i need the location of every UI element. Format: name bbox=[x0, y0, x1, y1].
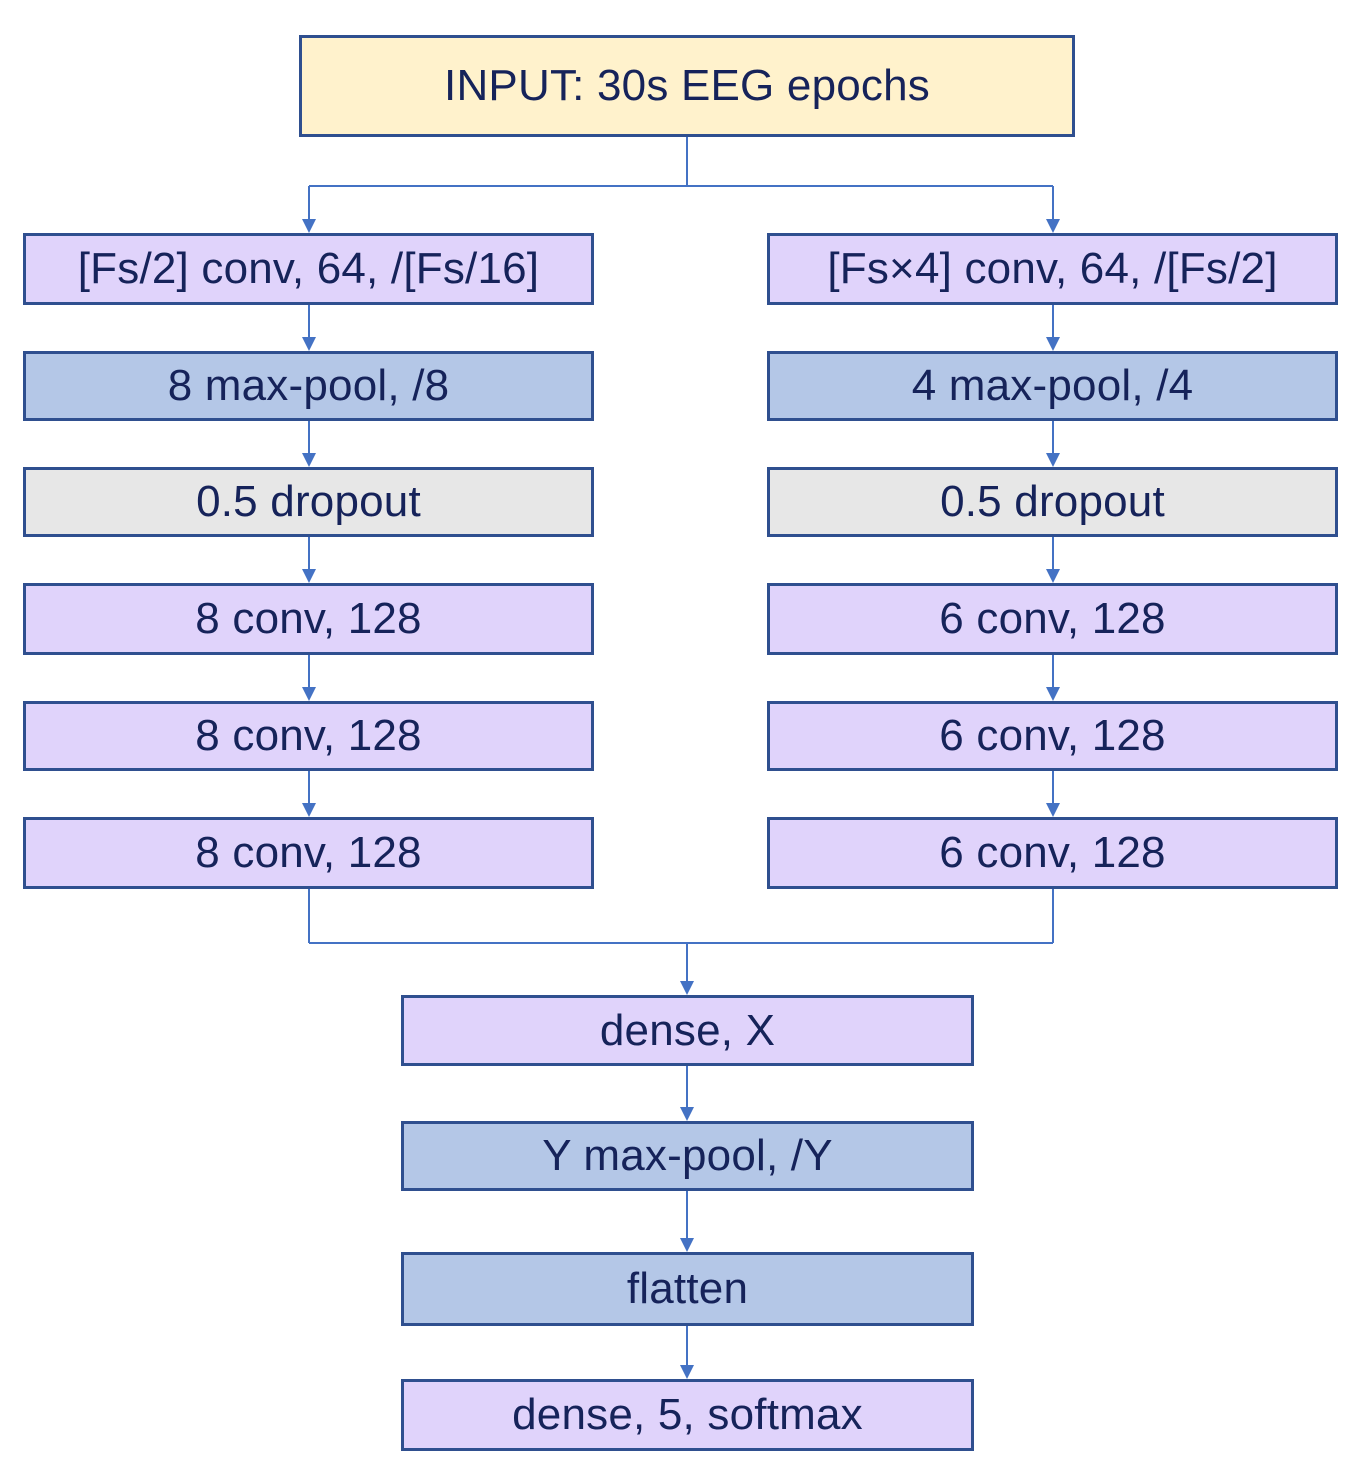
arrowhead bbox=[1046, 453, 1060, 467]
arrowhead bbox=[1046, 337, 1060, 351]
left-conv-layer-3: 8 conv, 128 bbox=[23, 701, 594, 771]
arrowhead bbox=[302, 219, 316, 233]
arrowhead bbox=[302, 569, 316, 583]
arrowhead bbox=[1046, 687, 1060, 701]
arrowhead bbox=[302, 453, 316, 467]
arrowhead bbox=[1046, 569, 1060, 583]
left-dropout-layer: 0.5 dropout bbox=[23, 467, 594, 537]
arrowhead bbox=[680, 1238, 694, 1252]
arrowhead bbox=[680, 981, 694, 995]
left-conv-layer-4: 8 conv, 128 bbox=[23, 817, 594, 889]
right-conv-layer-2: 6 conv, 128 bbox=[767, 583, 1338, 655]
arrowhead bbox=[680, 1365, 694, 1379]
arrowhead bbox=[302, 803, 316, 817]
softmax-output-layer: dense, 5, softmax bbox=[401, 1379, 974, 1451]
left-maxpool-layer: 8 max-pool, /8 bbox=[23, 351, 594, 421]
right-dropout-layer: 0.5 dropout bbox=[767, 467, 1338, 537]
arrowhead bbox=[1046, 803, 1060, 817]
right-maxpool-layer: 4 max-pool, /4 bbox=[767, 351, 1338, 421]
head-maxpool-layer: Y max-pool, /Y bbox=[401, 1121, 974, 1191]
arrowhead bbox=[680, 1107, 694, 1121]
flatten-layer: flatten bbox=[401, 1252, 974, 1326]
right-conv-layer-1: [Fs×4] conv, 64, /[Fs/2] bbox=[767, 233, 1338, 305]
arrowhead bbox=[302, 337, 316, 351]
left-conv-layer-2: 8 conv, 128 bbox=[23, 583, 594, 655]
right-conv-layer-3: 6 conv, 128 bbox=[767, 701, 1338, 771]
right-conv-layer-4: 6 conv, 128 bbox=[767, 817, 1338, 889]
arrowhead bbox=[1046, 219, 1060, 233]
arrowhead bbox=[302, 687, 316, 701]
dense-layer: dense, X bbox=[401, 995, 974, 1066]
input-node: INPUT: 30s EEG epochs bbox=[299, 35, 1075, 137]
left-conv-layer-1: [Fs/2] conv, 64, /[Fs/16] bbox=[23, 233, 594, 305]
